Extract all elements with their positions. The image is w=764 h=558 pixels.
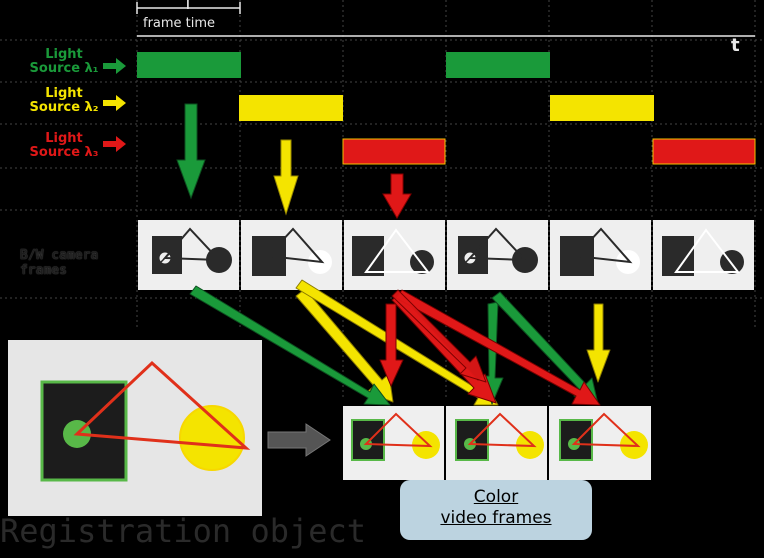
color-frame (446, 406, 547, 480)
light-source-1-line1: Light (45, 47, 83, 62)
light-source-2-label: Light Source λ₂ (24, 87, 104, 115)
camera-frames-line1: B/W camera (20, 248, 99, 263)
frame-time-label: frame time (143, 16, 216, 31)
light-source-3-line2: Source λ₃ (29, 145, 99, 160)
color-frame (549, 406, 651, 480)
light-source-2-line2: Source λ₂ (29, 100, 99, 115)
label-arrows (103, 58, 126, 152)
color-frames-line1: Color (473, 487, 519, 507)
red-label-arrow (103, 136, 126, 152)
dotted-grid (0, 0, 764, 400)
red-pulse (342, 138, 446, 165)
pulse-row-yellow (239, 95, 654, 121)
yellow-label-arrow (103, 95, 126, 111)
yellow-down-arrow (273, 139, 299, 216)
light-source-3-label: Light Source λ₃ (24, 132, 104, 160)
green-label-arrow (103, 58, 126, 74)
registration-object-image (8, 340, 262, 516)
color-frame (343, 406, 444, 480)
color-frames-caption: Color video frames (400, 487, 592, 529)
light-source-1-label: Light Source λ₁ (24, 48, 104, 76)
red-diagonal-arrow (395, 289, 601, 406)
bw-frame (138, 220, 239, 290)
period-label: T (183, 0, 193, 13)
combine-arrow (267, 423, 331, 457)
red-diagonal-arrow (379, 303, 404, 387)
pulse-row-red (342, 138, 756, 165)
bw-frame (241, 220, 342, 290)
red-down-arrow (382, 173, 412, 219)
bw-frame (447, 220, 548, 290)
yellow-pulse (239, 95, 343, 121)
green-down-arrow (176, 103, 206, 200)
time-axis-label: t (731, 35, 740, 56)
camera-frames-label: B/W camera frames (20, 248, 98, 278)
pulse-row-green (137, 52, 550, 78)
red-pulse (652, 138, 756, 165)
combination-arrows (189, 279, 611, 406)
bw-frames (138, 220, 754, 290)
red-diagonal-arrow (391, 289, 487, 383)
light-source-3-line1: Light (45, 131, 83, 146)
color-frames-caption-box (400, 480, 592, 540)
green-pulse (446, 52, 550, 78)
yellow-down-arrow-lower (586, 303, 611, 383)
bw-frame (653, 220, 754, 290)
green-diagonal-arrow (481, 301, 504, 405)
time-axis (136, 2, 755, 37)
green-diagonal-arrow (189, 285, 391, 406)
color-frames (343, 406, 651, 480)
registration-object-label: Registration object (0, 512, 367, 550)
yellow-pulse (550, 95, 654, 121)
green-pulse (137, 52, 241, 78)
down-arrows (176, 103, 412, 219)
bw-frame (550, 220, 651, 290)
bw-frame (344, 220, 445, 290)
light-source-2-line1: Light (45, 86, 83, 101)
light-source-1-line2: Source λ₁ (29, 61, 99, 76)
camera-frames-line2: frames (20, 263, 67, 278)
color-frames-line2: video frames (440, 508, 552, 528)
